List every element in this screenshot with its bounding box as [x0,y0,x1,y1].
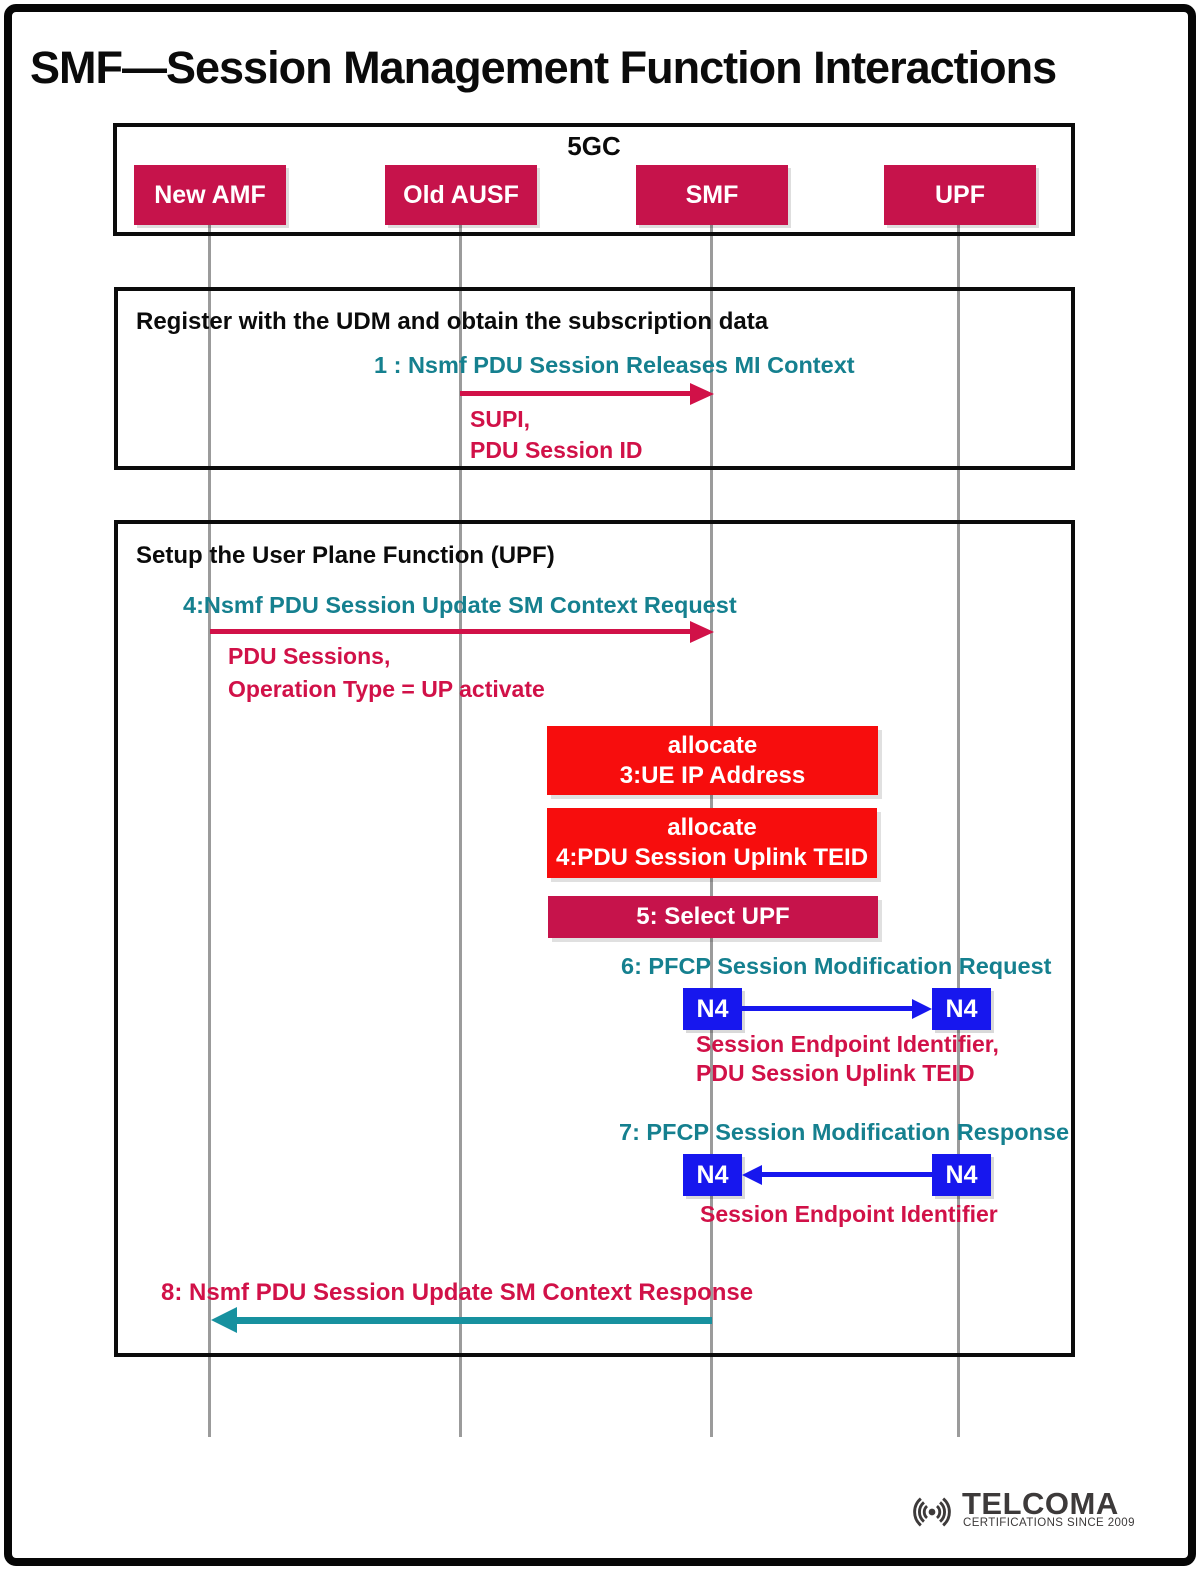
actor-old-ausf-label: Old AUSF [403,180,519,209]
message-4-arrow [210,629,690,634]
message-1-param-1: SUPI, [470,406,531,432]
message-6-param-2: PDU Session Uplink TEID [696,1060,975,1086]
message-7-arrow [762,1172,932,1177]
actor-smf: SMF [636,165,788,225]
message-6-port-upf: N4 [932,988,991,1030]
message-8-arrow [236,1317,712,1324]
message-7-port-upf-label: N4 [945,1160,978,1189]
action-4-line-2: 4:PDU Session Uplink TEID [555,844,869,871]
telcoma-logo: TELCOMA CERTIFICATIONS SINCE 2009 [903,1486,1135,1542]
action-4-allocate-uplink-teid: allocate 4:PDU Session Uplink TEID [547,808,877,878]
action-5-label: 5: Select UPF [636,903,790,930]
message-1-arrowhead [690,383,714,405]
lifeline-upf [957,225,960,1437]
radio-waves-icon [913,1497,951,1527]
logo-tagline-text: CERTIFICATIONS SINCE 2009 [963,1517,1135,1529]
message-8-label: 8: Nsmf PDU Session Update SM Context Re… [161,1279,754,1306]
actor-upf: UPF [884,165,1036,225]
system-label: 5GC [567,131,621,161]
action-3-line-2: 3:UE IP Address [619,761,806,789]
action-4-line-1: allocate [667,814,757,841]
frame1-label: Register with the UDM and obtain the sub… [136,308,769,335]
message-6-arrow [742,1006,914,1011]
frame-register-udm [114,287,1075,470]
message-7-arrowhead [742,1165,762,1185]
actor-smf-label: SMF [685,180,739,209]
message-7-port-smf: N4 [683,1154,742,1196]
message-6-port-upf-label: N4 [945,994,978,1023]
message-4-arrowhead [690,621,714,643]
message-7-port-upf: N4 [932,1154,991,1196]
message-7-param-1: Session Endpoint Identifier [700,1201,998,1227]
action-3-line-1: allocate [667,731,758,759]
message-6-arrowhead [912,999,932,1019]
action-5-select-upf: 5: Select UPF [548,896,878,938]
message-7-params: Session Endpoint Identifier [700,1201,998,1230]
page-title: SMF—Session Management Function Interact… [30,42,1057,93]
message-8-arrowhead [211,1307,237,1333]
lifeline-new-amf [208,225,211,1437]
message-6-port-smf: N4 [683,988,742,1030]
message-4-param-1: PDU Sessions, [228,643,391,669]
message-1-param-2: PDU Session ID [470,437,643,463]
message-1-label: 1 : Nsmf PDU Session Releases MI Context [374,352,855,378]
message-6-params: Session Endpoint Identifier, PDU Session… [696,1031,999,1089]
message-4-params: PDU Sessions, Operation Type = UP activa… [228,643,545,709]
actor-new-amf-label: New AMF [154,180,266,209]
message-6-param-1: Session Endpoint Identifier, [696,1031,999,1057]
message-1-arrow [460,391,692,396]
message-4-param-2: Operation Type = UP activate [228,676,545,702]
action-3-allocate-ue-ip: allocate 3:UE IP Address [547,726,878,795]
message-7-label: 7: PFCP Session Modification Response [619,1119,1070,1145]
message-6-port-smf-label: N4 [696,994,729,1023]
actor-upf-label: UPF [935,180,985,209]
frame2-label: Setup the User Plane Function (UPF) [136,542,555,569]
lifeline-old-ausf [459,225,462,1437]
actor-new-amf: New AMF [134,165,286,225]
message-1-params: SUPI, PDU Session ID [470,406,643,468]
logo-brand-text: TELCOMA [962,1486,1119,1521]
message-6-label: 6: PFCP Session Modification Request [621,953,1052,979]
system-boundary-5gc [113,123,1075,236]
message-7-port-smf-label: N4 [696,1160,729,1189]
frame-setup-upf [114,520,1075,1357]
actor-old-ausf: Old AUSF [385,165,537,225]
message-4-label: 4:Nsmf PDU Session Update SM Context Req… [183,592,737,618]
